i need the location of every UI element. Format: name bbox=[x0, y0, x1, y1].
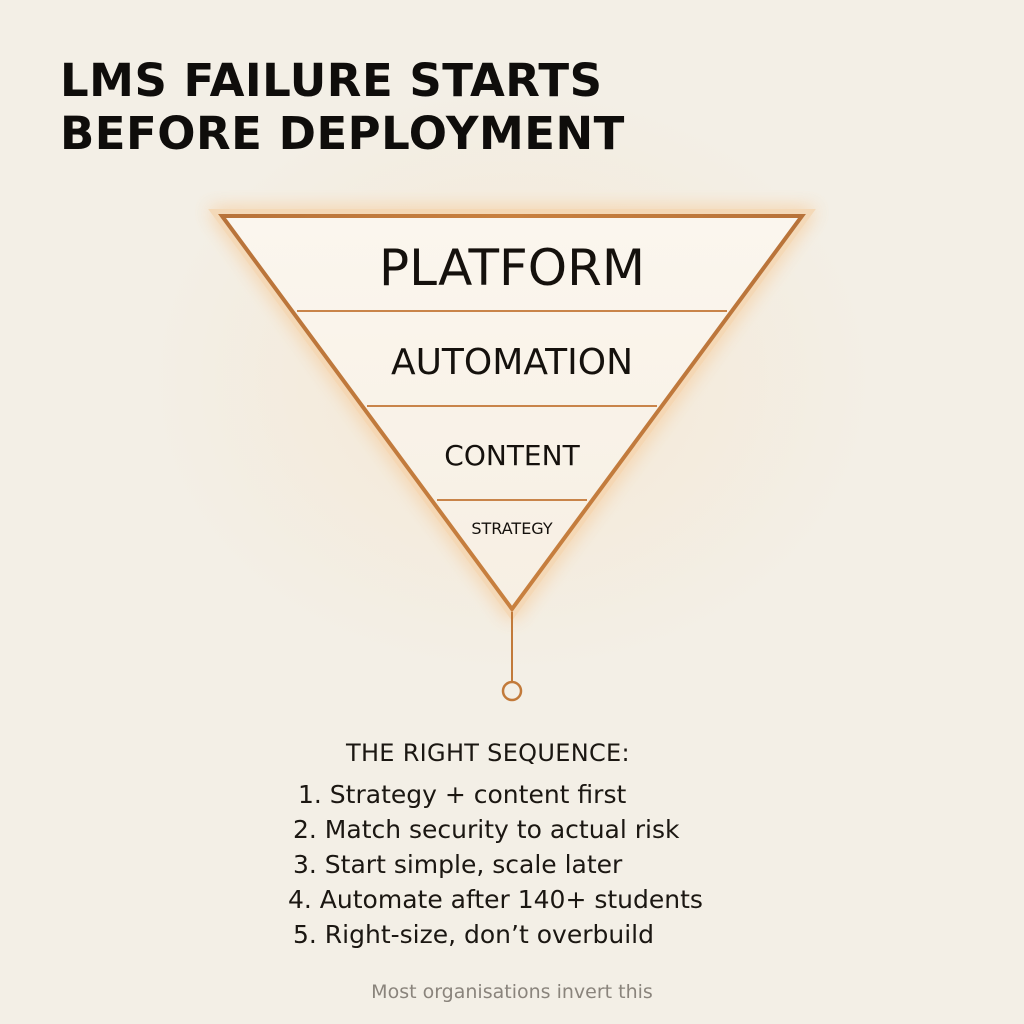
inverted-funnel-diagram: PLATFORM AUTOMATION CONTENT STRATEGY bbox=[208, 209, 816, 702]
sequence-step-2: 2. Match security to actual risk bbox=[293, 815, 680, 844]
sequence-step-4: 4. Automate after 140+ students bbox=[288, 885, 703, 914]
layer-label-content: CONTENT bbox=[444, 439, 580, 472]
title-line-2: BEFORE DEPLOYMENT bbox=[60, 107, 625, 160]
layer-label-strategy: STRATEGY bbox=[471, 519, 553, 538]
layer-label-platform: PLATFORM bbox=[379, 239, 645, 297]
sequence-step-1: 1. Strategy + content first bbox=[298, 780, 627, 809]
sequence-step-3: 3. Start simple, scale later bbox=[293, 850, 623, 879]
page-title: LMS FAILURE STARTS BEFORE DEPLOYMENT bbox=[60, 54, 960, 160]
sequence-heading: THE RIGHT SEQUENCE: bbox=[346, 739, 630, 767]
funnel-outline bbox=[218, 214, 806, 613]
connector-node bbox=[501, 680, 523, 702]
layer-label-automation: AUTOMATION bbox=[391, 342, 633, 383]
title-line-1: LMS FAILURE STARTS bbox=[60, 54, 603, 107]
sequence-step-5: 5. Right-size, don’t overbuild bbox=[293, 920, 654, 949]
footnote: Most organisations invert this bbox=[371, 981, 653, 1003]
